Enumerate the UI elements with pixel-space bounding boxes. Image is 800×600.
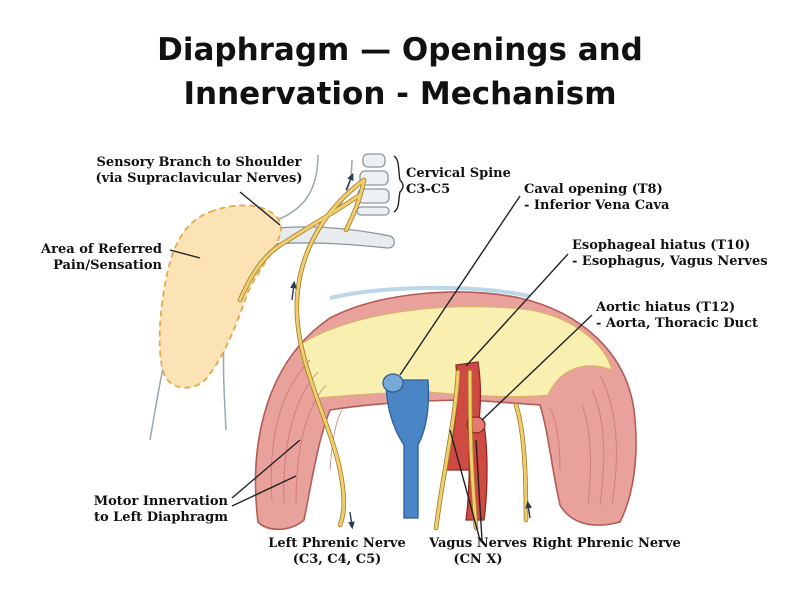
label-cervical-spine: Cervical Spine C3-C5 xyxy=(406,166,511,197)
cervical-bracket xyxy=(393,155,404,213)
label-esophageal-hiatus: Esophageal hiatus (T10) - Esophagus, Vag… xyxy=(572,238,768,269)
page-title: Diaphragm — Openings and Innervation - M… xyxy=(0,28,800,116)
inferior-vena-cava xyxy=(385,379,430,519)
caval-opening xyxy=(382,373,404,393)
diaphragm-dome xyxy=(254,285,637,531)
cervical-spine xyxy=(356,153,390,216)
label-caval-opening: Caval opening (T8) - Inferior Vena Cava xyxy=(524,182,670,213)
label-sensory-branch: Sensory Branch to Shoulder (via Supracla… xyxy=(95,155,303,186)
title-line-2: Innervation - Mechanism xyxy=(183,76,617,112)
label-aortic-hiatus: Aortic hiatus (T12) - Aorta, Thoracic Du… xyxy=(596,300,759,331)
direction-arrows xyxy=(290,172,532,530)
title-line-1: Diaphragm — Openings and xyxy=(157,32,643,68)
label-motor-innervation: Motor Innervation to Left Diaphragm xyxy=(93,494,228,525)
nerves xyxy=(237,177,529,531)
label-right-phrenic-nerve: Right Phrenic Nerve xyxy=(532,536,681,551)
referred-pain-area xyxy=(158,204,282,389)
label-referred-pain: Area of Referred Pain/Sensation xyxy=(41,242,162,273)
label-left-phrenic-nerve: Left Phrenic Nerve (C3, C4, C5) xyxy=(268,536,406,567)
label-vagus-nerves: Vagus Nerves (CN X) xyxy=(429,536,527,567)
leader-lines xyxy=(169,191,593,541)
